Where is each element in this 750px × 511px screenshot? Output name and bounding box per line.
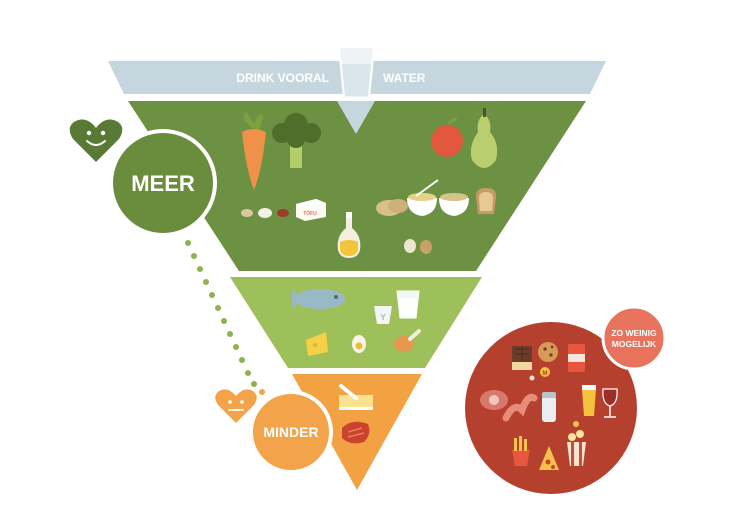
carrot-icon — [242, 112, 266, 190]
beer-icon — [582, 385, 596, 416]
chocolate-icon — [512, 346, 532, 370]
popcorn-icon — [567, 421, 586, 466]
butter-icon — [339, 384, 373, 410]
nuts-icon — [404, 239, 432, 254]
beans-icon — [241, 208, 289, 218]
water-label-left: DRINK VOORAL — [236, 71, 329, 85]
more-badge: MEER — [109, 129, 217, 237]
water-glass-icon — [337, 46, 376, 99]
wine-icon — [602, 388, 618, 418]
less-label: MINDER — [263, 424, 318, 440]
potatoes-icon — [376, 199, 408, 216]
happy-heart-icon — [69, 119, 123, 162]
tofu-icon: TOFU — [296, 199, 326, 221]
yogurt-icon: Y — [374, 306, 392, 324]
water-label-right: WATER — [383, 71, 426, 85]
more-label: MEER — [131, 171, 195, 196]
more-band — [128, 101, 586, 271]
fish-icon — [292, 289, 345, 309]
apple-icon — [431, 117, 463, 157]
avoid-badge: ZO WEINIG MOGELIJK — [601, 305, 667, 371]
svg-text:M: M — [543, 371, 548, 377]
cheese-icon — [306, 332, 328, 356]
steak-icon — [342, 421, 370, 444]
sausage-icon — [480, 390, 508, 410]
milk-icon — [396, 290, 420, 319]
chicken-leg-icon — [394, 329, 421, 352]
avoid-label-line2: MOGELIJK — [612, 339, 657, 349]
egg-icon — [352, 335, 366, 353]
broccoli-icon — [272, 113, 321, 168]
oil-bottle-icon — [337, 212, 361, 258]
less-badge: MINDER — [249, 390, 333, 474]
candy-icon: M — [529, 367, 550, 381]
pasta-bowl-icon — [407, 179, 439, 216]
soda-can-icon — [568, 344, 585, 372]
bread-icon — [476, 188, 496, 214]
rice-bowl-icon — [439, 193, 469, 216]
bacon-icon — [502, 393, 538, 422]
middle-band — [230, 277, 482, 368]
svg-text:Y: Y — [380, 313, 386, 322]
salt-shaker-icon — [542, 392, 556, 422]
pear-icon — [470, 108, 498, 168]
neutral-heart-icon — [215, 389, 257, 423]
svg-text:TOFU: TOFU — [303, 211, 317, 217]
pizza-icon — [539, 446, 559, 470]
cookie-icon — [538, 342, 558, 362]
fries-icon — [512, 436, 530, 466]
dotted-connector — [185, 240, 265, 395]
avoid-label-line1: ZO WEINIG — [611, 328, 657, 338]
